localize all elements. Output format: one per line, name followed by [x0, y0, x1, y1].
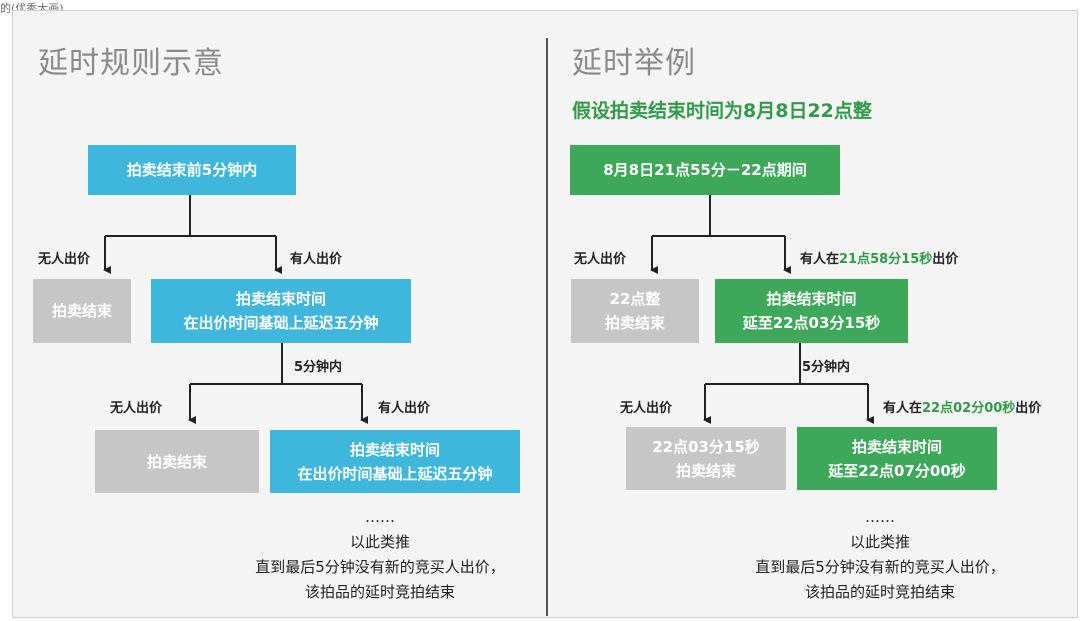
right-note: …… 以此类推 直到最后5分钟没有新的竞买人出价， 该拍品的延时竞拍结束	[730, 505, 1030, 605]
right-label-no-bid-2: 无人出价	[620, 401, 673, 416]
right-note-line2: 直到最后5分钟没有新的竞买人出价，	[755, 558, 1005, 576]
right-box-end-2-line1: 22点03分15秒	[652, 437, 760, 456]
left-note-line1: 以此类推	[349, 533, 410, 551]
right-label-bid-2-prefix: 有人在	[883, 401, 923, 416]
right-box-extend-2-line2: 延至22点07分00秒	[828, 461, 966, 480]
left-label-no-bid-2: 无人出价	[110, 401, 163, 416]
left-label-no-bid: 无人出价	[38, 252, 91, 267]
right-box-extend-2: 拍卖结束时间 延至22点07分00秒	[797, 427, 997, 490]
left-box-extend-2-line1: 拍卖结束时间	[349, 440, 440, 459]
right-box-end-line1: 22点整	[609, 290, 661, 308]
left-box-extend-2-line2: 在出价时间基础上延迟五分钟	[297, 464, 493, 483]
left-box-start: 拍卖结束前5分钟内	[88, 145, 296, 195]
right-label-bid-2-time: 22点02分00秒	[922, 401, 1016, 416]
right-note-line3: 该拍品的延时竞拍结束	[804, 583, 955, 601]
left-box-end-text: 拍卖结束	[51, 302, 112, 320]
left-heading: 延时规则示意	[38, 46, 224, 81]
left-box-extend-line2: 在出价时间基础上延迟五分钟	[183, 314, 379, 332]
right-label-bid-prefix: 有人在	[800, 252, 840, 267]
right-box-extend-line2: 延至22点03分15秒	[742, 314, 881, 332]
left-box-end-2: 拍卖结束	[95, 430, 259, 493]
left-box-extend-2: 拍卖结束时间 在出价时间基础上延迟五分钟	[270, 430, 520, 493]
right-label-bid-2: 有人在22点02分00秒出价	[883, 397, 1041, 416]
left-note-line2: 直到最后5分钟没有新的竞买人出价，	[255, 558, 505, 576]
center-divider	[546, 38, 548, 616]
right-label-within5: 5分钟内	[802, 360, 851, 375]
right-box-end-2-line2: 拍卖结束	[675, 461, 736, 480]
right-label-bid-time: 21点58分15秒	[839, 252, 933, 267]
left-label-bid-2: 有人出价	[378, 401, 431, 416]
right-box-start-text: 8月8日21点55分－22点期间	[603, 161, 807, 179]
right-note-line1: 以此类推	[849, 533, 910, 551]
right-subtitle: 假设拍卖结束时间为8月8日22点整	[572, 100, 872, 122]
right-box-extend-2-line1: 拍卖结束时间	[851, 437, 942, 456]
right-box-extend-line1: 拍卖结束时间	[766, 290, 857, 308]
right-label-bid-2-suffix: 出价	[1015, 401, 1042, 416]
right-box-end: 22点整 拍卖结束	[571, 279, 699, 343]
right-box-end-line2: 拍卖结束	[604, 314, 665, 332]
left-box-extend: 拍卖结束时间 在出价时间基础上延迟五分钟	[151, 279, 411, 343]
left-note: …… 以此类推 直到最后5分钟没有新的竞买人出价， 该拍品的延时竞拍结束	[230, 505, 530, 605]
right-note-dots: ……	[865, 508, 895, 526]
left-box-end: 拍卖结束	[33, 279, 131, 343]
left-label-bid: 有人出价	[290, 252, 343, 267]
right-label-bid: 有人在21点58分15秒出价	[800, 248, 958, 267]
right-label-no-bid: 无人出价	[574, 252, 627, 267]
right-box-end-2: 22点03分15秒 拍卖结束	[626, 427, 786, 490]
right-box-extend: 拍卖结束时间 延至22点03分15秒	[715, 279, 908, 343]
left-box-extend-line1: 拍卖结束时间	[235, 290, 326, 308]
left-note-line3: 该拍品的延时竞拍结束	[304, 583, 455, 601]
right-box-start: 8月8日21点55分－22点期间	[570, 145, 840, 195]
left-box-start-text: 拍卖结束前5分钟内	[126, 161, 258, 179]
left-note-dots: ……	[365, 508, 395, 526]
left-box-end-2-text: 拍卖结束	[146, 452, 207, 471]
right-label-bid-suffix: 出价	[932, 252, 959, 267]
right-heading: 延时举例	[572, 46, 696, 81]
left-label-within5: 5分钟内	[294, 360, 343, 375]
